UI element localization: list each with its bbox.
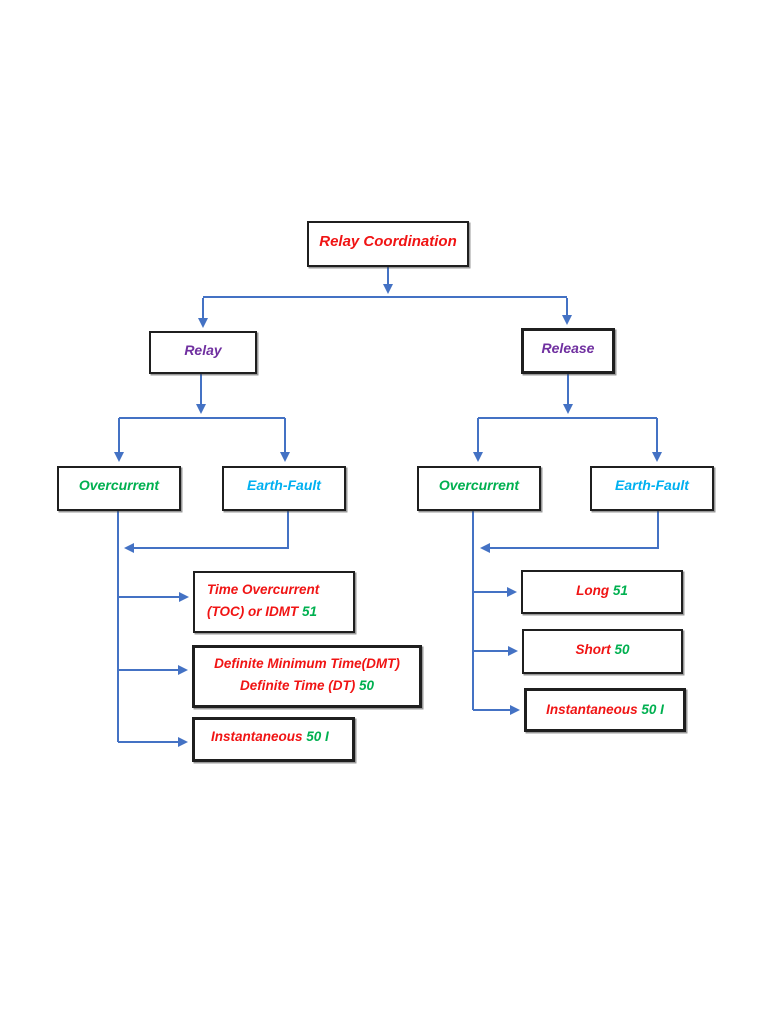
node-relay-instantaneous-label: Instantaneous xyxy=(211,729,303,744)
node-release-label: Release xyxy=(541,340,595,356)
node-long-code: 51 xyxy=(612,583,628,598)
node-relay-label: Relay xyxy=(184,342,222,358)
node-relay-earth-fault-label: Earth-Fault xyxy=(247,477,321,493)
node-dmt-dt: Definite Minimum Time(DMT) Definite Time… xyxy=(192,645,422,708)
node-short-code: 50 xyxy=(614,642,630,657)
connector-right-earthfault-elbow xyxy=(480,511,659,553)
node-release: Release xyxy=(521,328,615,374)
node-relay-coordination: Relay Coordination xyxy=(307,221,469,267)
node-short-label: Short xyxy=(575,642,611,657)
node-relay-instantaneous-code: 50 I xyxy=(306,729,329,744)
node-long: Long 51 xyxy=(521,570,683,614)
node-toc-code: 51 xyxy=(302,604,318,619)
node-relay: Relay xyxy=(149,331,257,374)
node-dmt-code: 50 xyxy=(359,678,375,693)
node-release-instantaneous: Instantaneous 50 I xyxy=(524,688,686,732)
node-release-earth-fault-label: Earth-Fault xyxy=(615,477,689,493)
node-long-label: Long xyxy=(576,583,610,598)
node-dmt-line1: Definite Minimum Time(DMT) xyxy=(214,656,400,671)
node-relay-overcurrent: Overcurrent xyxy=(57,466,181,511)
node-release-overcurrent-label: Overcurrent xyxy=(438,477,520,493)
node-release-instantaneous-code: 50 I xyxy=(641,702,664,717)
node-toc-line1: Time Overcurrent xyxy=(207,582,320,597)
node-toc-line2: (TOC) or IDMT 51 xyxy=(207,604,318,619)
node-relay-earth-fault: Earth-Fault xyxy=(222,466,346,511)
connector-left-earthfault-elbow xyxy=(124,511,289,553)
node-release-instantaneous-label: Instantaneous xyxy=(546,702,638,717)
node-toc-idmt: Time Overcurrent (TOC) or IDMT 51 xyxy=(193,571,355,633)
node-relay-coordination-label: Relay Coordination xyxy=(319,233,457,250)
node-release-earth-fault: Earth-Fault xyxy=(590,466,714,511)
node-short: Short 50 xyxy=(522,629,683,674)
node-relay-overcurrent-label: Overcurrent xyxy=(78,477,160,493)
node-relay-instantaneous: Instantaneous 50 I xyxy=(192,717,355,762)
node-dmt-line2: Definite Time (DT) 50 xyxy=(239,678,375,693)
node-release-overcurrent: Overcurrent xyxy=(417,466,541,511)
